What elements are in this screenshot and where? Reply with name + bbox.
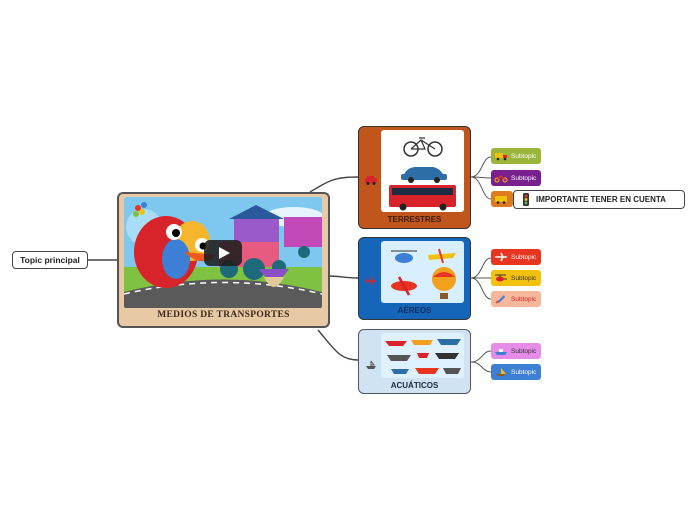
subtopic-label: Subtopic — [511, 368, 537, 376]
subtopic-terrestres-3[interactable] — [491, 191, 513, 207]
cartoon-train-illustration — [124, 197, 322, 308]
subtopic-acuaticos-2[interactable]: Subtopic — [491, 364, 541, 380]
helicopter-icon — [494, 273, 508, 283]
subtopic-aereos-3[interactable]: Subtopic — [491, 291, 541, 307]
subtopic-aereos-1[interactable]: Subtopic — [491, 249, 541, 265]
subtopic-aereos-2[interactable]: Subtopic — [491, 270, 541, 286]
subtopic-terrestres-2[interactable]: Subtopic — [491, 170, 541, 186]
play-icon — [219, 247, 230, 259]
central-topic-title: MEDIOS DE TRANSPORTES — [157, 310, 290, 320]
play-button[interactable] — [204, 240, 242, 266]
topic-principal[interactable]: Topic principal — [12, 251, 88, 269]
car-icon — [364, 172, 378, 185]
bus-icon — [494, 194, 508, 204]
video-thumbnail[interactable] — [124, 197, 322, 308]
ship-icon — [494, 346, 508, 356]
subtopic-label: Subtopic — [511, 295, 537, 303]
subtopic-terrestres-1[interactable]: Subtopic — [491, 148, 541, 164]
subtopic-label: Subtopic — [511, 274, 537, 282]
topic-principal-label: Topic principal — [20, 255, 80, 265]
branch-acuaticos-title: ACUÁTICOS — [390, 381, 439, 390]
traffic-light-icon — [522, 193, 530, 206]
air-vehicles-image — [381, 241, 464, 303]
note-importante[interactable]: IMPORTANTE TENER EN CUENTA — [513, 190, 685, 209]
water-vehicles-image — [381, 333, 464, 378]
airplane-icon — [364, 273, 378, 286]
subtopic-acuaticos-1[interactable]: Subtopic — [491, 343, 541, 359]
subtopic-label: Subtopic — [511, 152, 537, 160]
rocket-icon — [494, 294, 508, 304]
boat-icon — [365, 357, 377, 369]
airplane-icon — [494, 252, 508, 262]
subtopic-label: Subtopic — [511, 253, 537, 261]
note-label: IMPORTANTE TENER EN CUENTA — [536, 195, 666, 204]
motorcycle-icon — [494, 173, 508, 183]
branch-terrestres-title: TERRESTRES — [387, 215, 442, 224]
truck-icon — [494, 151, 508, 161]
land-vehicles-image — [381, 130, 464, 212]
subtopic-label: Subtopic — [511, 174, 537, 182]
branch-aereos-title: AÉREOS — [397, 306, 432, 315]
subtopic-label: Subtopic — [511, 347, 537, 355]
sailboat-icon — [494, 367, 508, 377]
